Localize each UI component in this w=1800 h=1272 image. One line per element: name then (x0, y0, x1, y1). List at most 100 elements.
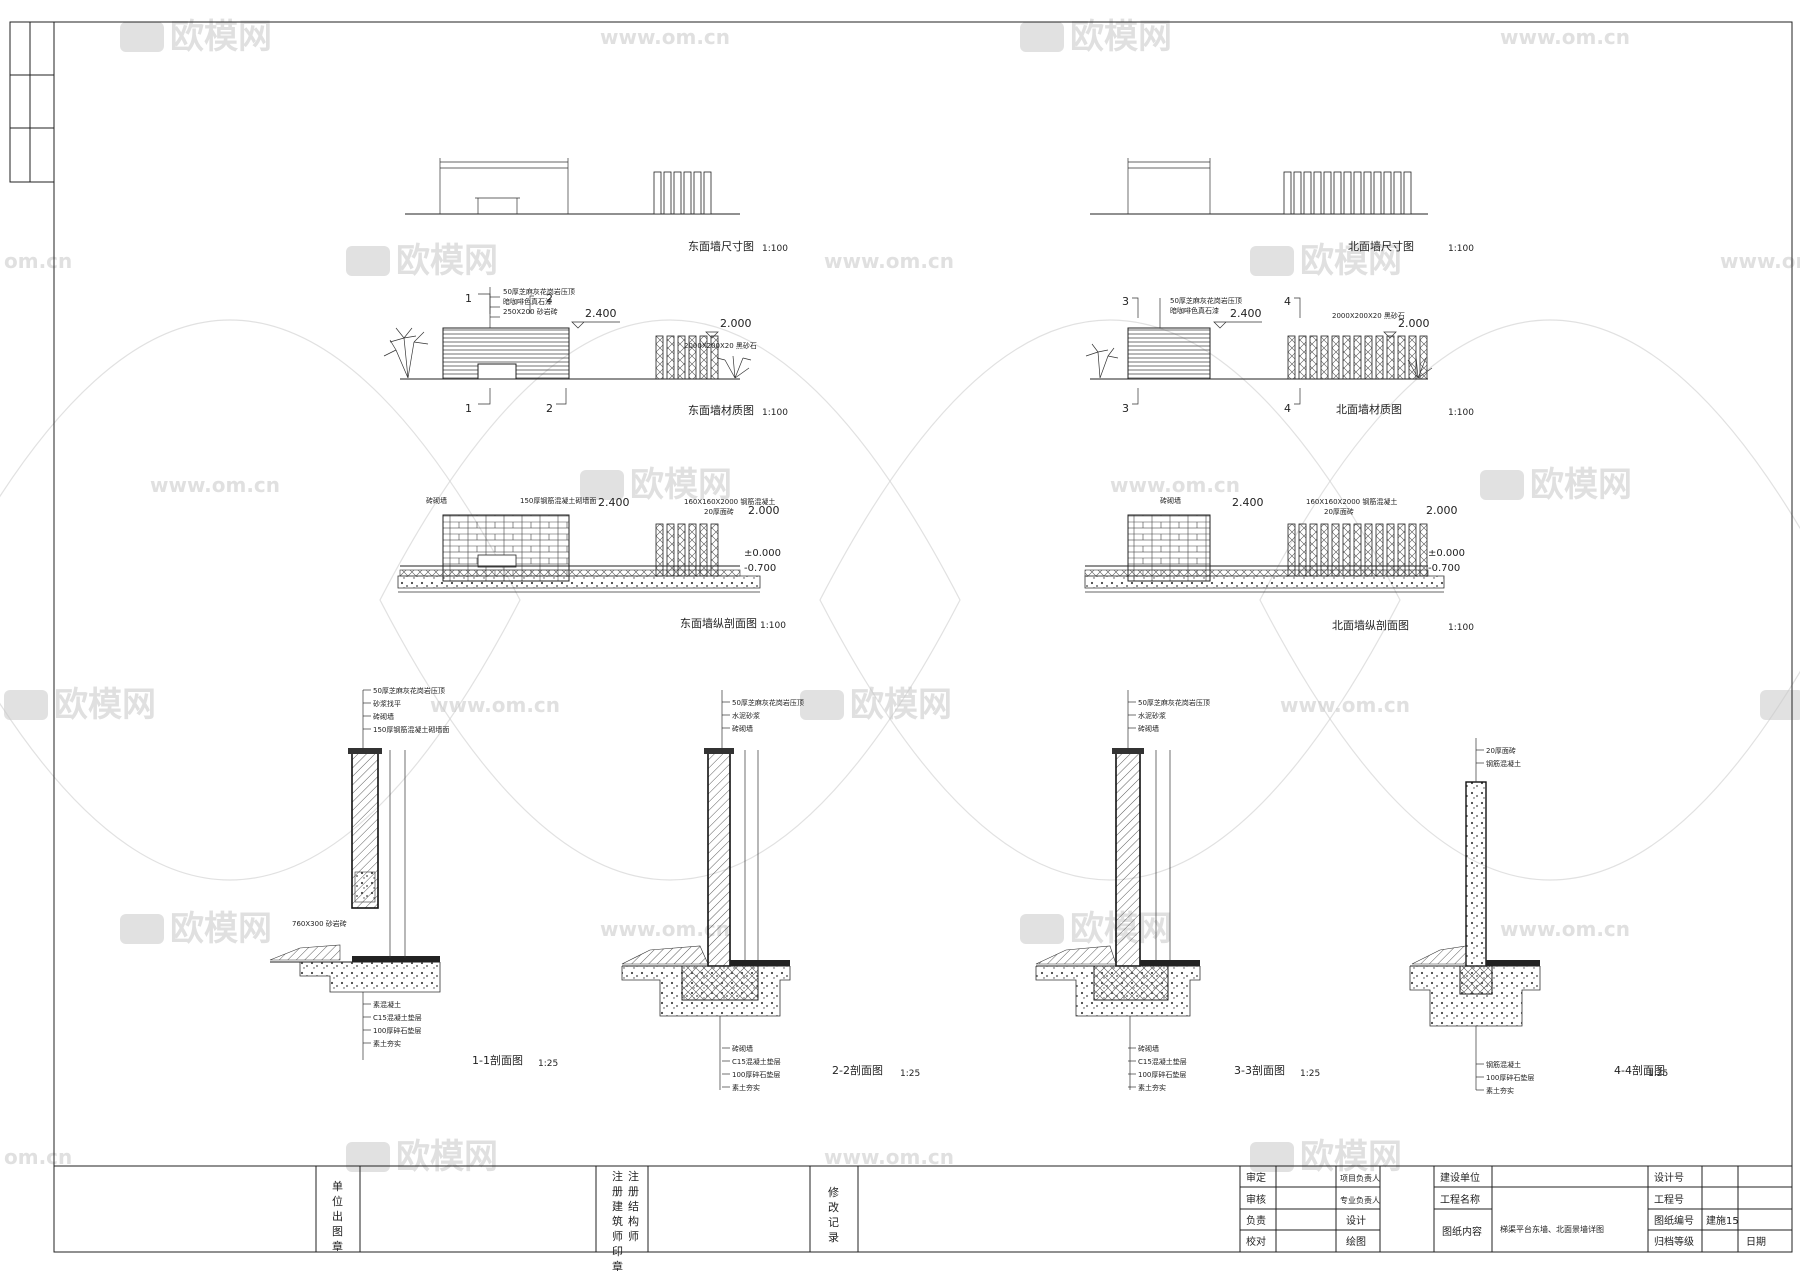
fence-post (1353, 523, 1362, 577)
watermark-logo-icon (1250, 246, 1294, 276)
fence-post (699, 335, 708, 380)
fence-post (1287, 335, 1296, 380)
vertical-char: 结 (628, 1200, 639, 1213)
fence-post (1403, 171, 1412, 215)
fence-post (1320, 523, 1329, 577)
section-mark-1-top: 1 (465, 292, 472, 305)
fence-post (1293, 171, 1302, 215)
watermark-brand: 欧模网 (396, 1137, 498, 1177)
bottom-note: 素土夯实 (373, 1039, 401, 1048)
top-note: 砂浆找平 (373, 699, 401, 708)
bottom-note: 砖砌墙 (1138, 1044, 1159, 1053)
fence-post (1309, 523, 1318, 577)
tb-archive: 归档等级 (1654, 1235, 1694, 1248)
east-mat-title: 东面墙材质图 (688, 403, 754, 417)
fence-post (1353, 171, 1362, 215)
fence-post (693, 171, 702, 215)
bottom-note: 100厚碎石垫层 (732, 1070, 780, 1079)
vertical-char: 师 (628, 1230, 639, 1243)
fence-post (655, 335, 664, 380)
vertical-char: 章 (612, 1259, 623, 1272)
tb-design-no: 设计号 (1654, 1171, 1684, 1184)
fence-post (673, 171, 682, 215)
fence-post (699, 523, 708, 577)
north-sec-label-post2: 20厚面砖 (1324, 507, 1354, 516)
watermark-brand: 欧模网 (630, 465, 732, 505)
fence-post (1331, 335, 1340, 380)
east-sec-elev-top: 2.400 (598, 496, 630, 509)
fence-post (666, 523, 675, 577)
vertical-char: 章 (332, 1239, 343, 1253)
top-note: 150厚钢筋混凝土砌墙面 (373, 725, 449, 734)
watermark-logo-icon (1020, 22, 1064, 52)
vertical-char: 记 (828, 1216, 839, 1229)
watermark-url: www.om.cn (430, 693, 560, 717)
vertical-char: 注 (628, 1169, 639, 1183)
watermark-brand: 欧模网 (54, 685, 156, 725)
fence-post (1373, 171, 1382, 215)
sec4-title: 4-4剖面图 (1614, 1063, 1665, 1077)
watermark-url: om.cn (4, 249, 72, 273)
watermark-url: www.om.cn (1110, 473, 1240, 497)
tb-client-label: 建设单位 (1440, 1171, 1480, 1184)
tb-sheet-no-label: 图纸编号 (1654, 1214, 1694, 1227)
vertical-char: 构 (628, 1214, 639, 1228)
watermark-logo-icon (346, 246, 390, 276)
north-mat-title: 北面墙材质图 (1336, 402, 1402, 416)
watermark-brand: 欧模网 (1300, 241, 1402, 281)
sec1-scale: 1:25 (538, 1059, 558, 1069)
bottom-note: C15混凝土垫层 (373, 1013, 422, 1022)
bottom-note: 素土夯实 (1486, 1086, 1514, 1095)
top-note: 水泥砂浆 (732, 711, 760, 720)
fence-post (1393, 171, 1402, 215)
north-sec-scale: 1:100 (1448, 623, 1474, 633)
fence-post (1343, 171, 1352, 215)
fence-post (1323, 171, 1332, 215)
fence-post (1375, 523, 1384, 577)
fence-post (1364, 523, 1373, 577)
top-note: 50厚芝麻灰花岗岩压顶 (373, 686, 445, 695)
watermark-url: www.om.cn (600, 25, 730, 49)
tb-role-1: 审定 (1246, 1171, 1266, 1184)
watermark-url: www.om.cn (824, 1145, 954, 1169)
bottom-note: 素土夯实 (732, 1083, 760, 1092)
palm-icon (383, 327, 429, 379)
section-mark-2-top: 2 (546, 292, 553, 305)
fence-post (1320, 335, 1329, 380)
tb-project-label: 工程名称 (1440, 1193, 1480, 1206)
east-sec-elev-fence: 2.000 (748, 504, 780, 517)
watermark-logo-icon (580, 470, 624, 500)
fence-post (1298, 523, 1307, 577)
watermark-logo-icon (120, 22, 164, 52)
tb-drawing-label: 图纸内容 (1442, 1225, 1482, 1238)
north-sec-elev-fence: 2.000 (1426, 504, 1458, 517)
fence-post (1333, 171, 1342, 215)
section-mark-2-bottom: 2 (546, 402, 553, 415)
section-1-1: 760X300 砂岩砖 1-1剖面图 1:25 50厚芝麻灰花岗岩压顶砂浆找平砖… (269, 686, 558, 1069)
fence-post (1383, 171, 1392, 215)
watermark-brand: 欧模网 (850, 685, 952, 725)
fence-post (1342, 523, 1351, 577)
top-note: 钢筋混凝土 (1486, 759, 1521, 768)
tb-drawing-content: 梯渠平台东墙、北面景墙详图 (1500, 1224, 1604, 1234)
north-mat-scale: 1:100 (1448, 408, 1474, 418)
north-dim-scale: 1:100 (1448, 244, 1474, 254)
fence-post (653, 171, 662, 215)
east-sec-scale: 1:100 (760, 621, 786, 631)
tb-sheet-no: 建施15 (1706, 1214, 1739, 1227)
fence-post (666, 335, 675, 380)
vertical-char: 录 (828, 1231, 839, 1244)
north-wall-longitudinal-section: 砖砌墙 160X160X2000 钢筋混凝土 20厚面砖 2.400 2.000… (1084, 496, 1474, 633)
vertical-char: 修 (828, 1185, 839, 1199)
fence-post (1331, 523, 1340, 577)
sec1-title: 1-1剖面图 (472, 1053, 523, 1067)
tb-role-3: 负责 (1246, 1214, 1266, 1227)
top-note: 砖砌墙 (1138, 724, 1159, 733)
section-mark-4-bottom: 4 (1284, 402, 1291, 415)
fence-post (1419, 523, 1428, 577)
section-mark-3-bottom: 3 (1122, 402, 1129, 415)
tb-role2-1: 项目负责人 (1340, 1173, 1380, 1183)
sec1-mid-note: 760X300 砂岩砖 (292, 919, 347, 928)
